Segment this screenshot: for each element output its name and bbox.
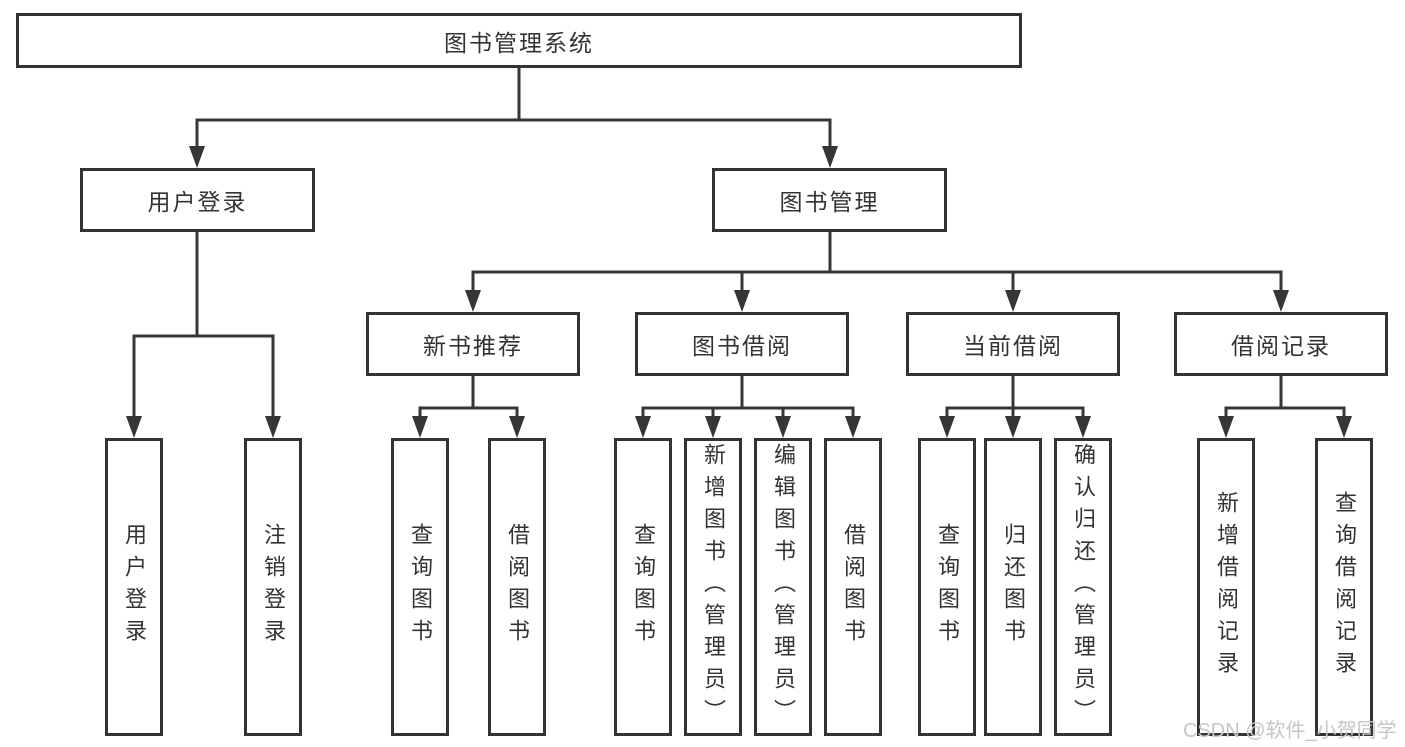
leaf-logout-label: 注销登录 bbox=[261, 523, 286, 651]
leaf-recommend-query-books: 查询图书 bbox=[391, 438, 449, 736]
leaf-borrow-query-books-label: 查询图书 bbox=[631, 523, 656, 651]
leaf-user-login: 用户登录 bbox=[105, 438, 163, 736]
node-book-borrow: 图书借阅 bbox=[635, 312, 849, 376]
arrowheads bbox=[126, 146, 1352, 438]
leaf-recommend-query-books-label: 查询图书 bbox=[408, 523, 433, 651]
node-root: 图书管理系统 bbox=[16, 13, 1022, 68]
leaf-user-login-label: 用户登录 bbox=[122, 523, 147, 651]
leaf-query-borrow-record: 查询借阅记录 bbox=[1315, 438, 1373, 736]
node-new-book-recommend: 新书推荐 bbox=[366, 312, 580, 376]
node-user-login-branch-label: 用户登录 bbox=[147, 189, 248, 215]
node-book-management-branch: 图书管理 bbox=[712, 168, 947, 232]
leaf-return-books-label: 归还图书 bbox=[1001, 523, 1026, 651]
node-new-book-recommend-label: 新书推荐 bbox=[423, 333, 523, 359]
leaf-add-borrow-record: 新增借阅记录 bbox=[1197, 438, 1255, 736]
node-user-login-branch: 用户登录 bbox=[80, 168, 315, 232]
leaf-return-books: 归还图书 bbox=[984, 438, 1042, 736]
leaf-current-query-books-label: 查询图书 bbox=[935, 523, 960, 651]
node-root-label: 图书管理系统 bbox=[444, 29, 594, 56]
node-borrow-records: 借阅记录 bbox=[1174, 312, 1388, 376]
leaf-edit-books-admin-label: 编辑图书（管理员） bbox=[771, 443, 796, 731]
leaf-borrow-query-books: 查询图书 bbox=[614, 438, 672, 736]
leaf-add-books-admin: 新增图书（管理员） bbox=[684, 438, 742, 736]
leaf-edit-books-admin: 编辑图书（管理员） bbox=[754, 438, 812, 736]
leaf-borrow-books-label: 借阅图书 bbox=[841, 523, 866, 651]
leaf-add-borrow-record-label: 新增借阅记录 bbox=[1214, 491, 1239, 683]
leaf-recommend-borrow-books-label: 借阅图书 bbox=[505, 523, 530, 651]
leaf-confirm-return-admin: 确认归还（管理员） bbox=[1054, 438, 1112, 736]
leaf-logout: 注销登录 bbox=[244, 438, 302, 736]
node-book-borrow-label: 图书借阅 bbox=[692, 333, 792, 359]
node-current-borrow: 当前借阅 bbox=[906, 312, 1120, 376]
leaf-recommend-borrow-books: 借阅图书 bbox=[488, 438, 546, 736]
leaf-borrow-books: 借阅图书 bbox=[824, 438, 882, 736]
node-borrow-records-label: 借阅记录 bbox=[1231, 333, 1331, 359]
node-book-management-branch-label: 图书管理 bbox=[779, 189, 880, 215]
leaf-query-borrow-record-label: 查询借阅记录 bbox=[1332, 491, 1357, 683]
leaf-confirm-return-admin-label: 确认归还（管理员） bbox=[1071, 443, 1096, 731]
node-current-borrow-label: 当前借阅 bbox=[963, 333, 1063, 359]
leaf-add-books-admin-label: 新增图书（管理员） bbox=[701, 443, 726, 731]
leaf-current-query-books: 查询图书 bbox=[918, 438, 976, 736]
